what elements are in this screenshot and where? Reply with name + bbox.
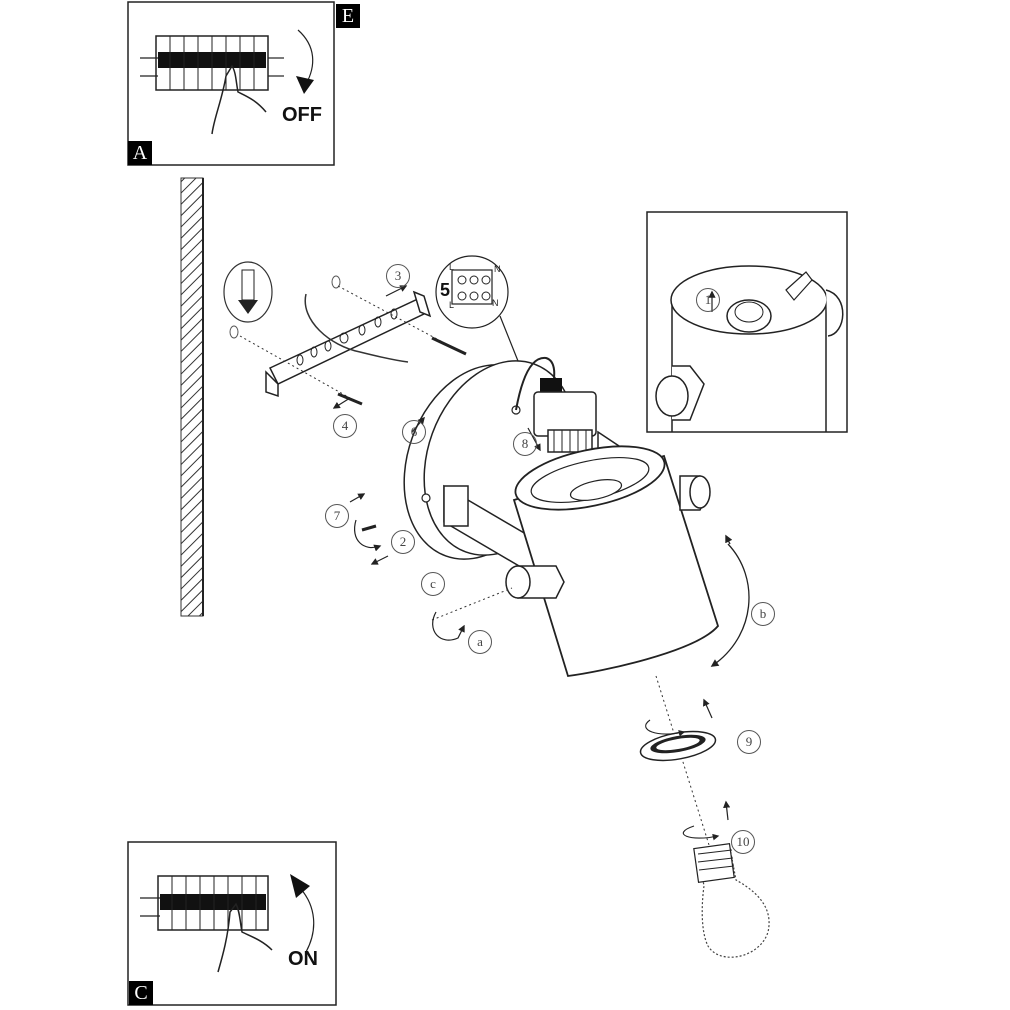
hand-icon xyxy=(217,902,273,973)
rotate-arrow-icon xyxy=(682,825,720,841)
switch-off-panel xyxy=(127,1,335,166)
screw-icon xyxy=(431,336,467,356)
step-1-label: 1 xyxy=(696,288,720,312)
spot-head xyxy=(512,445,720,677)
panel-label-a: A xyxy=(128,141,152,165)
terminal-number: 5 xyxy=(440,280,451,300)
panel-label-c: C xyxy=(129,981,153,1005)
wall xyxy=(180,177,204,617)
breaker-box-icon xyxy=(140,875,269,931)
panel-label-e: E xyxy=(336,4,360,28)
off-label: OFF xyxy=(282,104,322,126)
terminal-label-l-top: L xyxy=(449,262,455,272)
step-a-label: a xyxy=(468,630,492,654)
terminal-label-n-bottom: N xyxy=(492,298,499,308)
terminal-block-callout xyxy=(435,255,521,367)
dowel-callout xyxy=(223,261,341,339)
tilt-arrow-icon xyxy=(710,543,750,667)
screw-icon xyxy=(337,392,363,406)
holder-detail-inset xyxy=(646,211,848,433)
rotate-arrow-icon xyxy=(432,611,465,641)
step-8-label: 8 xyxy=(513,432,537,456)
breaker-box-icon xyxy=(140,35,284,91)
step-10-label: 10 xyxy=(731,830,755,854)
knob-icon xyxy=(679,475,711,511)
step-b-label: b xyxy=(751,602,775,626)
retaining-ring xyxy=(639,730,717,762)
on-label: ON xyxy=(288,948,318,970)
rotate-arrow-icon xyxy=(645,719,686,737)
rotate-arrow-icon xyxy=(299,887,315,953)
step-4-label: 4 xyxy=(333,414,357,438)
terminal-label-n-top: N xyxy=(494,264,501,274)
knob-icon xyxy=(505,565,565,599)
step-2-label: 2 xyxy=(391,530,415,554)
mounting-bracket xyxy=(265,290,432,398)
step-9-label: 9 xyxy=(737,730,761,754)
terminal-label-l-bottom: L xyxy=(449,300,455,310)
step-6-label: 6 xyxy=(402,420,426,444)
step-3-label: 3 xyxy=(386,264,410,288)
step-7-label: 7 xyxy=(325,504,349,528)
light-bulb-icon xyxy=(693,842,770,958)
lamp-holder xyxy=(533,378,597,453)
wires-icon xyxy=(304,293,409,363)
switch-on-panel xyxy=(127,841,337,1006)
step-c-label: c xyxy=(421,572,445,596)
hand-icon xyxy=(211,64,267,135)
